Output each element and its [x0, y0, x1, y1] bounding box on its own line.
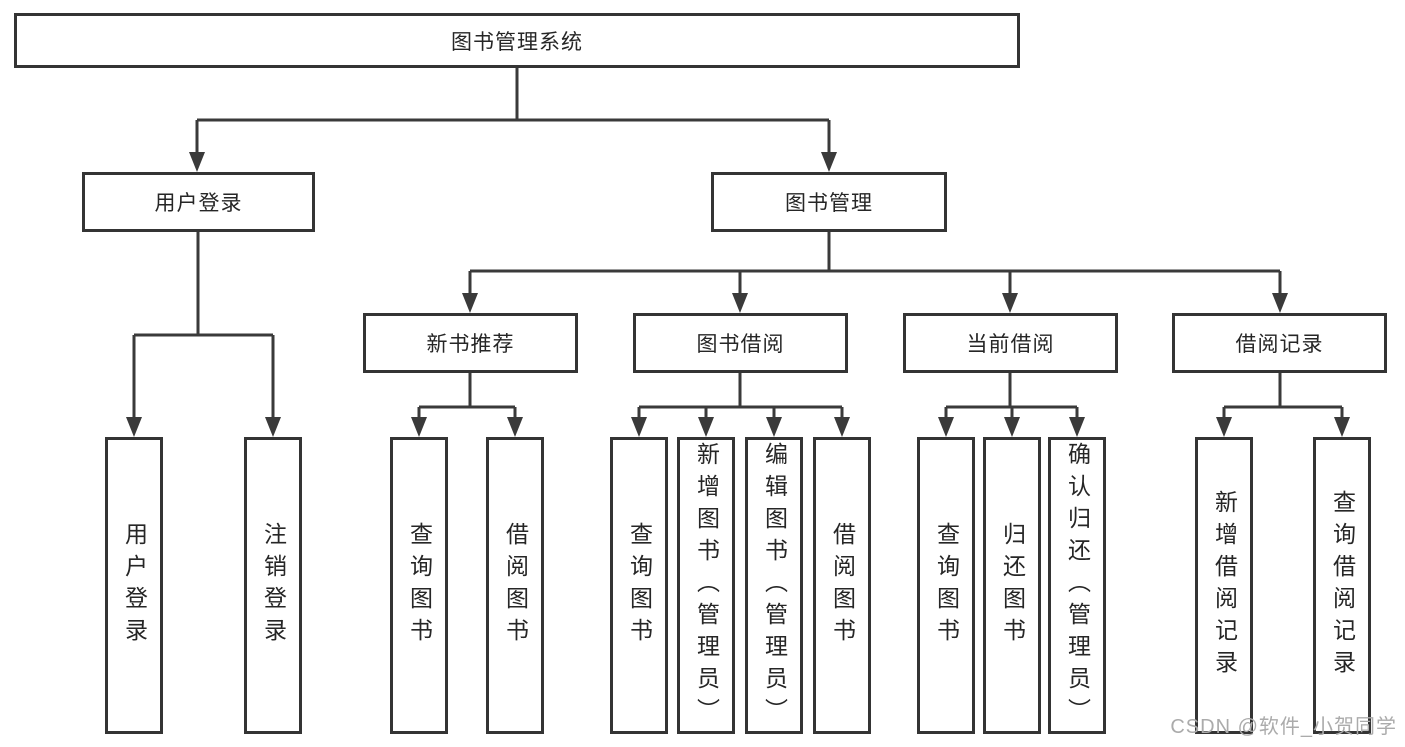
node-label: 用户登录	[154, 192, 243, 215]
leaf-label: 确认归还（管理员）	[1064, 441, 1091, 730]
leaf-logout: 注销登录	[244, 437, 302, 734]
leaf-borrow-books-recommend: 借阅图书	[486, 437, 544, 734]
leaf-label: 新增图书（管理员）	[693, 441, 720, 730]
node-label: 新书推荐	[426, 333, 515, 356]
node-root: 图书管理系统	[14, 13, 1020, 68]
leaf-label: 归还图书	[999, 521, 1026, 650]
leaf-label: 借阅图书	[829, 521, 856, 650]
leaf-query-books-borrow: 查询图书	[610, 437, 668, 734]
csdn-watermark: CSDN @软件_小贺同学	[1170, 716, 1397, 738]
leaf-edit-book-admin: 编辑图书（管理员）	[745, 437, 803, 734]
node-label: 借阅记录	[1235, 333, 1324, 356]
leaf-query-books-current: 查询图书	[917, 437, 975, 734]
leaf-borrow-books-2: 借阅图书	[813, 437, 871, 734]
leaf-label: 编辑图书（管理员）	[761, 441, 788, 730]
leaf-label: 查询借阅记录	[1329, 489, 1356, 682]
leaf-label: 用户登录	[121, 521, 148, 650]
leaf-add-book-admin: 新增图书（管理员）	[677, 437, 735, 734]
leaf-label: 查询图书	[933, 521, 960, 650]
node-book-borrow: 图书借阅	[633, 313, 848, 373]
leaf-label: 注销登录	[260, 521, 287, 650]
leaf-add-borrow-record: 新增借阅记录	[1195, 437, 1253, 734]
node-label: 当前借阅	[966, 333, 1055, 356]
leaf-label: 借阅图书	[502, 521, 529, 650]
leaf-label: 查询图书	[406, 521, 433, 650]
node-label: 图书管理	[785, 192, 873, 215]
node-new-book-recommend: 新书推荐	[363, 313, 578, 373]
node-label: 图书借阅	[696, 333, 785, 356]
node-borrow-record: 借阅记录	[1172, 313, 1387, 373]
leaf-query-borrow-record: 查询借阅记录	[1313, 437, 1371, 734]
leaf-label: 查询图书	[626, 521, 653, 650]
node-root-label: 图书管理系统	[451, 30, 583, 54]
leaf-query-books-recommend: 查询图书	[390, 437, 448, 734]
leaf-label: 新增借阅记录	[1211, 489, 1238, 682]
node-user-login: 用户登录	[82, 172, 315, 232]
leaf-user-login: 用户登录	[105, 437, 163, 734]
node-book-management: 图书管理	[711, 172, 947, 232]
node-current-borrow: 当前借阅	[903, 313, 1118, 373]
leaf-confirm-return-admin: 确认归还（管理员）	[1048, 437, 1106, 734]
leaf-return-book: 归还图书	[983, 437, 1041, 734]
